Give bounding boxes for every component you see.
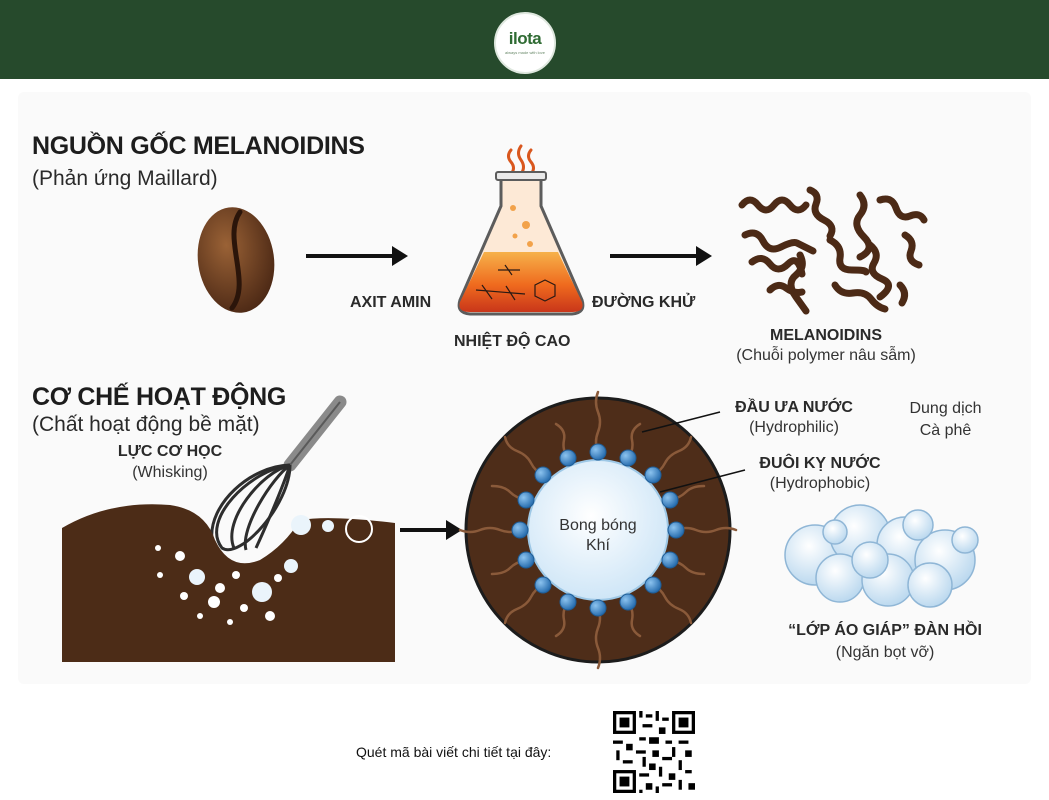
bubble-label-line2: Khí bbox=[585, 537, 610, 554]
logo-wordmark: ilota bbox=[508, 29, 542, 48]
steam-icon bbox=[507, 144, 535, 176]
melanoidins-polymer-icon bbox=[738, 186, 928, 315]
force-sublabel: (Whisking) bbox=[132, 464, 208, 481]
hydrophobic-tail-label: ĐUÔI KỴ NƯỚC bbox=[759, 455, 881, 472]
coffee-solution-label-line1: Dung dịch bbox=[909, 400, 982, 417]
erlenmeyer-flask-icon bbox=[457, 171, 585, 316]
foam-bubbles-illustration bbox=[784, 504, 979, 608]
section1-title: NGUỒN GỐC MELANOIDINS bbox=[32, 132, 365, 160]
coffee-bean-icon bbox=[197, 207, 275, 313]
hydrophilic-head-label: ĐẦU ƯA NƯỚC bbox=[735, 399, 853, 416]
label-amino-acid: AXIT AMIN bbox=[350, 294, 432, 311]
force-label: LỰC CƠ HỌC bbox=[117, 443, 223, 460]
hydrophilic-head-sublabel: (Hydrophilic) bbox=[749, 419, 839, 436]
logo-tagline: always made with love bbox=[504, 50, 546, 55]
brand-logo[interactable]: ilota always made with love bbox=[494, 12, 556, 74]
melanoidins-sublabel: (Chuỗi polymer nâu sẫm) bbox=[736, 347, 916, 364]
arrow-bean-to-flask bbox=[306, 246, 408, 266]
elastic-armor-sublabel: (Ngăn bọt vỡ) bbox=[835, 644, 935, 661]
coffee-solution-label-line2: Cà phê bbox=[919, 422, 972, 439]
label-reducing-sugar: ĐƯỜNG KHỬ bbox=[592, 294, 696, 311]
hydrophobic-tail-sublabel: (Hydrophobic) bbox=[769, 475, 871, 492]
section2-title: CƠ CHẾ HOẠT ĐỘNG bbox=[32, 383, 287, 411]
whisk-icon bbox=[210, 395, 347, 552]
qr-code[interactable] bbox=[613, 711, 695, 793]
arrow-to-zoom bbox=[400, 520, 462, 540]
micelle-zoom-illustration bbox=[458, 390, 746, 670]
arrow-flask-to-melanoidins bbox=[610, 246, 712, 266]
coffee-liquid-illustration bbox=[62, 504, 395, 662]
elastic-armor-label: “LỚP ÁO GIÁP” ĐÀN HỒI bbox=[788, 622, 982, 639]
label-high-heat: NHIỆT ĐỘ CAO bbox=[454, 333, 571, 350]
section2-subtitle: (Chất hoạt động bề mặt) bbox=[32, 413, 260, 436]
footer-scan-text: Quét mã bài viết chi tiết tại đây: bbox=[356, 744, 552, 760]
melanoidins-label: MELANOIDINS bbox=[770, 327, 882, 344]
section1-subtitle: (Phản ứng Maillard) bbox=[32, 167, 218, 190]
bubble-label-line1: Bong bóng bbox=[559, 517, 637, 534]
